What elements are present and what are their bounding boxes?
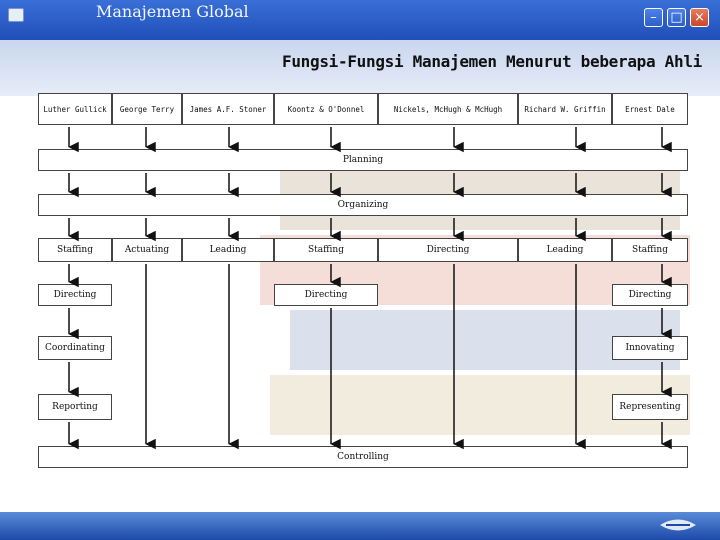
- planning-bar: Planning: [38, 149, 688, 171]
- close-button[interactable]: ×: [690, 8, 709, 27]
- expert-george-terry: George Terry: [112, 93, 182, 125]
- organizing-bar: Organizing: [38, 194, 688, 216]
- controlling-bar: Controlling: [38, 446, 688, 468]
- koontz-directing: Directing: [274, 284, 378, 306]
- dale-directing: Directing: [612, 284, 688, 306]
- dale-representing: Representing: [612, 394, 688, 420]
- luther-directing: Directing: [38, 284, 112, 306]
- expert-koontz-odonnel: Koontz & O'Donnel: [274, 93, 378, 125]
- koontz-staffing: Staffing: [274, 238, 378, 262]
- nickels-directing: Directing: [378, 238, 518, 262]
- bottom-bar: [0, 512, 720, 540]
- window-title: Manajemen Global: [96, 2, 249, 21]
- maximize-button[interactable]: □: [667, 8, 686, 27]
- expert-nickels-mchugh: Nickels, McHugh & McHugh: [378, 93, 518, 125]
- stoner-leading: Leading: [182, 238, 274, 262]
- luther-staffing: Staffing: [38, 238, 112, 262]
- slide-title: Fungsi-Fungsi Manajemen Menurut beberapa…: [282, 52, 702, 71]
- luther-reporting: Reporting: [38, 394, 112, 420]
- logo-icon: [658, 516, 698, 534]
- expert-luther-gullick: Luther Gullick: [38, 93, 112, 125]
- dale-innovating: Innovating: [612, 336, 688, 360]
- griffin-leading: Leading: [518, 238, 612, 262]
- app-icon: [8, 8, 24, 22]
- dale-staffing: Staffing: [612, 238, 688, 262]
- minimize-button[interactable]: –: [644, 8, 663, 27]
- terry-actuating: Actuating: [112, 238, 182, 262]
- expert-richard-griffin: Richard W. Griffin: [518, 93, 612, 125]
- expert-ernest-dale: Ernest Dale: [612, 93, 688, 125]
- expert-james-stoner: James A.F. Stoner: [182, 93, 274, 125]
- luther-coordinating: Coordinating: [38, 336, 112, 360]
